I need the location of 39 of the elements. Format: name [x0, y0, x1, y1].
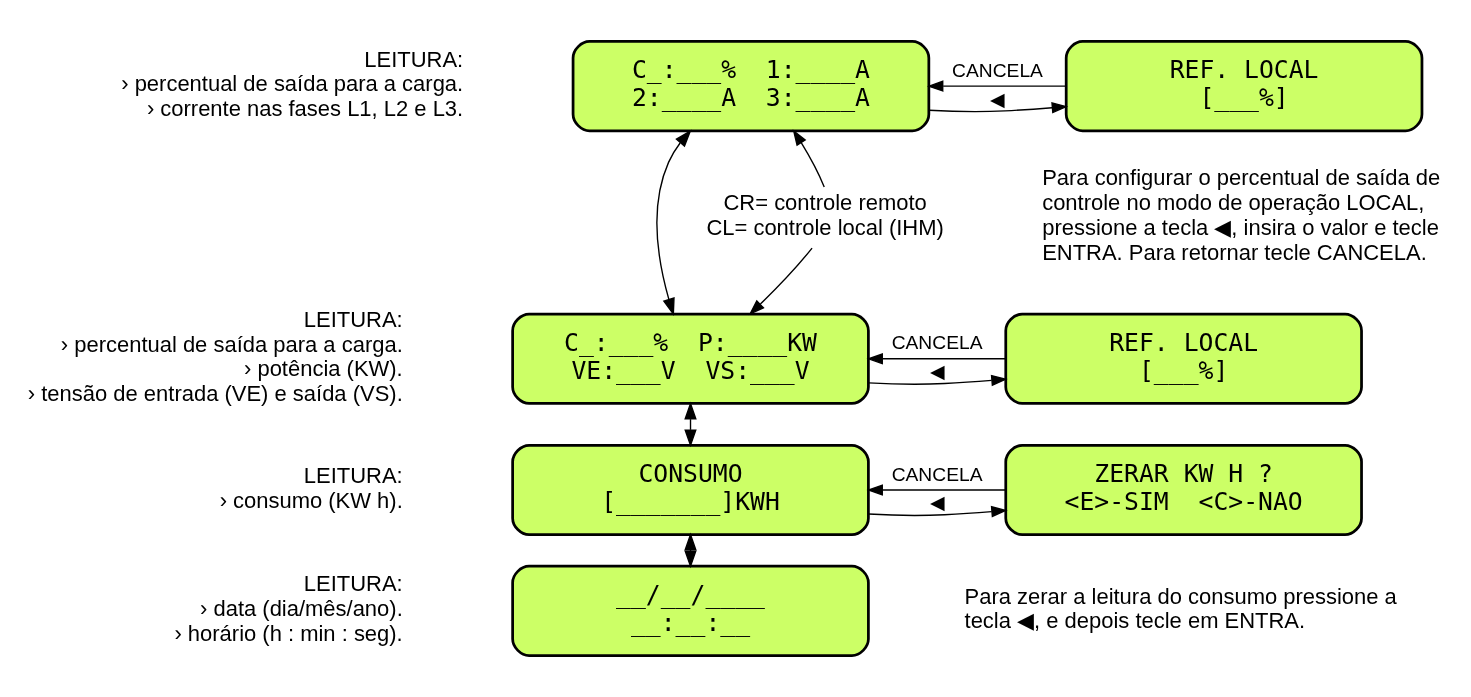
node-label: › potência (KW).	[244, 356, 403, 382]
edge-label: CANCELA	[952, 59, 1043, 81]
edge-label: ◀	[990, 88, 1006, 110]
node-label: › data (dia/mês/ano).	[200, 596, 403, 622]
node-label: LEITURA:	[303, 571, 403, 597]
edge-label: CANCELA	[891, 463, 983, 485]
node-label: › percentual de saída para a carga.	[60, 331, 403, 357]
node-box: ZERAR KW H ? <E>-SIM <C>-NAO	[1004, 443, 1363, 536]
arrow	[792, 129, 825, 188]
node-label: › tensão de entrada (VE) e saída (VS).	[27, 381, 403, 407]
node-label: Para configurar o percentual de saída de controle no modo de operação LOCAL, pressione a tecla ◀, insira o valor e tecle ENTRA. Para retornar tecle CANCELA.	[1042, 165, 1441, 265]
arrow	[928, 102, 1069, 114]
arrow	[926, 80, 1067, 92]
arrow	[684, 401, 697, 448]
node-label: › percentual de saída para a carga.	[121, 71, 464, 97]
arrow	[867, 505, 1008, 518]
node-box: CONSUMO [_______]KWH	[511, 443, 870, 536]
node-label: LEITURA:	[303, 306, 403, 332]
arrow	[684, 532, 697, 569]
node-label: LEITURA:	[364, 46, 464, 72]
node-box: C_:___% 1:____A 2:____A 3:____A	[571, 40, 931, 133]
arrow	[867, 374, 1008, 387]
node-box: __/__/____ __:__:__	[511, 564, 870, 657]
edge-label: ◀	[929, 492, 945, 514]
node-label: Para zerar a leitura do consumo pressione a tecla ◀, e depois tecle em ENTRA.	[964, 583, 1397, 634]
arrow	[866, 484, 1007, 496]
arrow	[866, 353, 1007, 365]
node-text: CR= controle remoto CL= controle local (IHM)	[706, 190, 944, 240]
node-box: C_:___% P:____KW VE:___V VS:___V	[511, 312, 870, 405]
edge-label: CANCELA	[891, 332, 983, 354]
node-box: REF. LOCAL [___%]	[1004, 312, 1363, 405]
node-box: REF. LOCAL [___%]	[1064, 40, 1424, 133]
node-label: › corrente nas fases L1, L2 e L3.	[146, 96, 464, 122]
node-label: › consumo (KW h).	[219, 487, 403, 513]
arrow	[748, 247, 813, 316]
edge-label: ◀	[929, 361, 945, 383]
node-label: › horário (h : min : seg).	[174, 620, 403, 646]
node-label: LEITURA:	[303, 462, 403, 488]
arrow	[656, 129, 692, 317]
